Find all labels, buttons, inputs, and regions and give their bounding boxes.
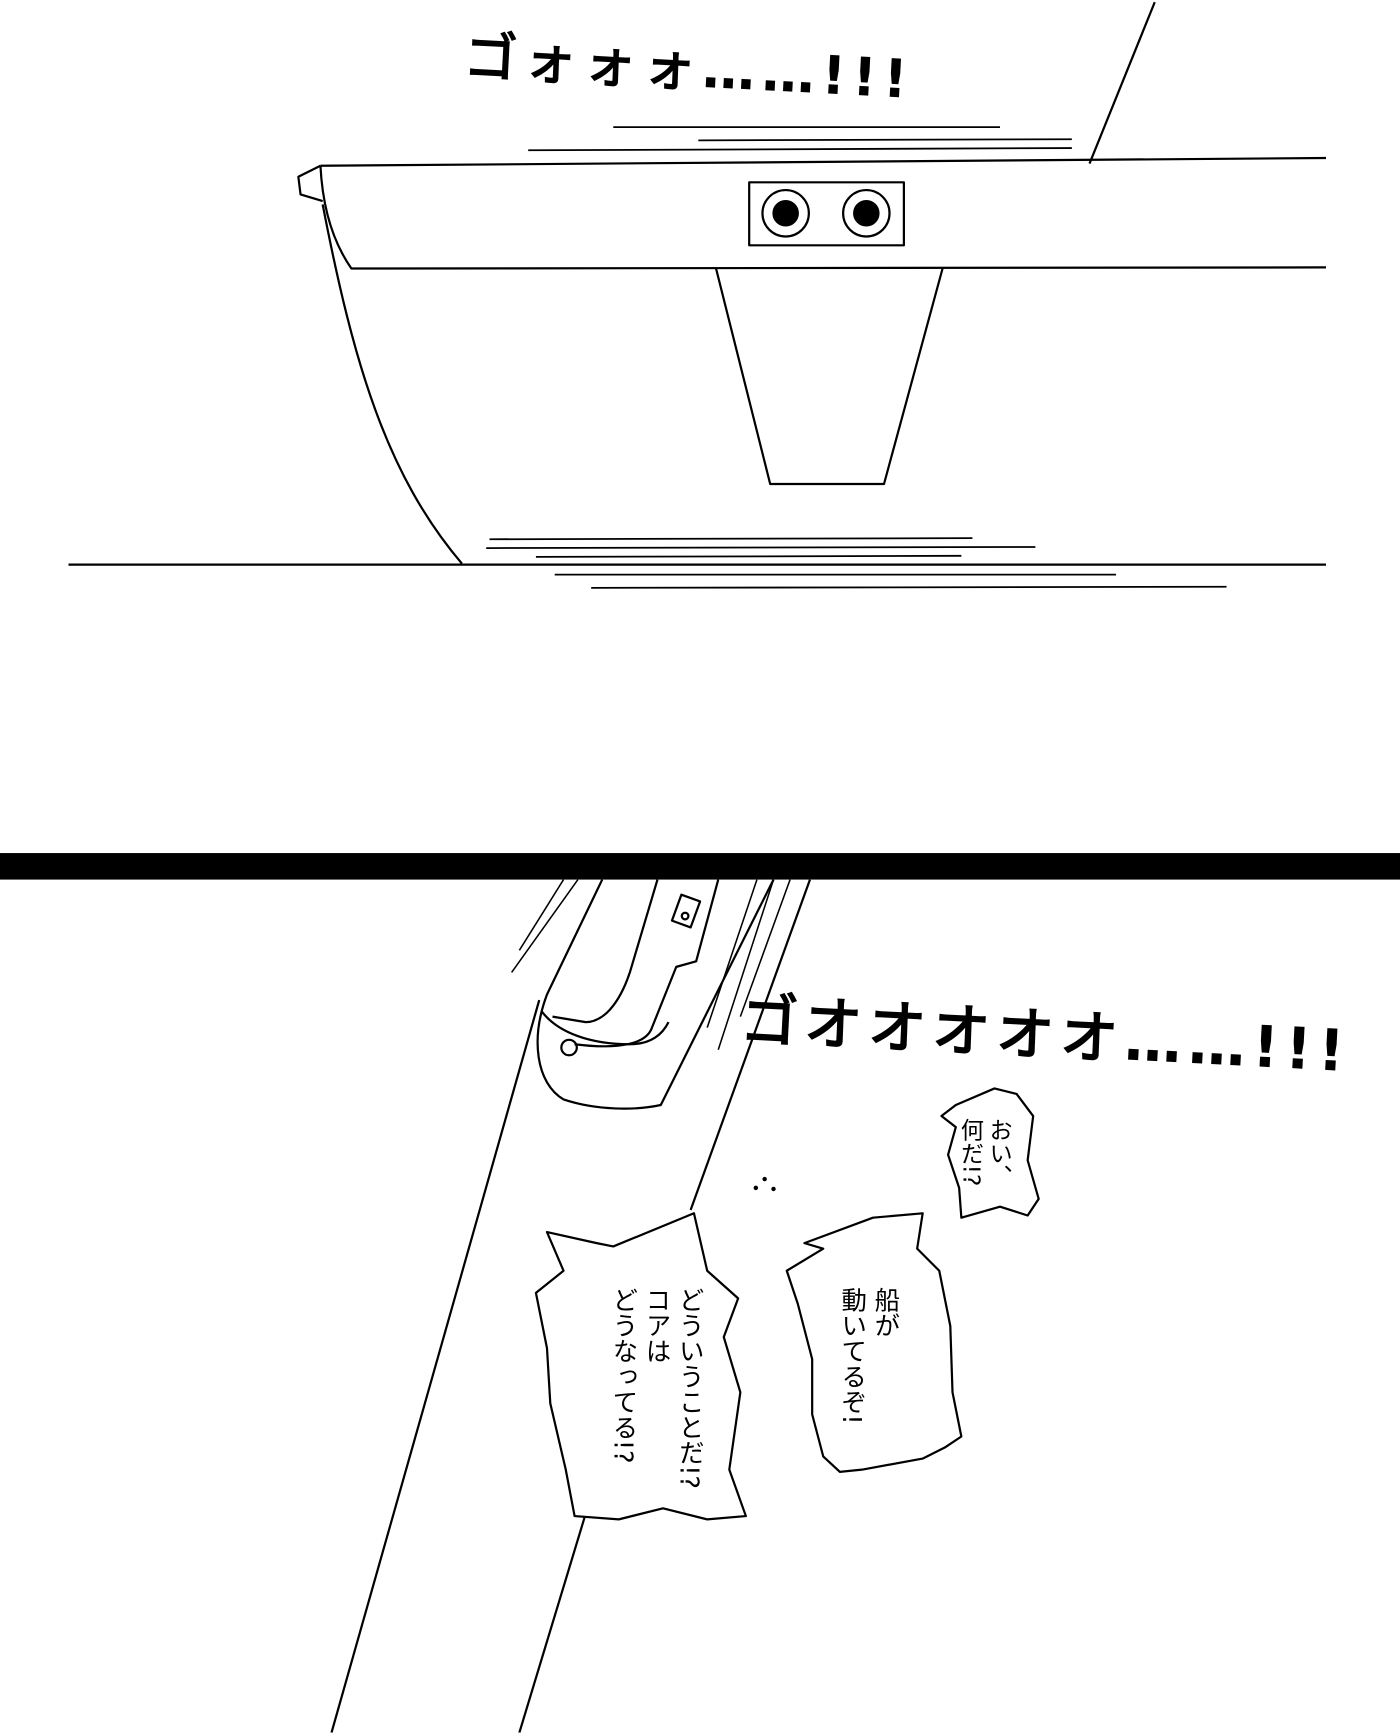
panel-divider (0, 853, 1400, 880)
hull-keel (714, 268, 944, 486)
speech-text-2: 船が 動いてるぞ! (836, 1287, 899, 1425)
corridor-left-edge (330, 999, 541, 1733)
window-eye-right (842, 188, 891, 238)
speech-bubble-2 (785, 1212, 963, 1473)
panel-2-corridor (330, 879, 1040, 1733)
hull-bow-curve (321, 204, 463, 565)
speech-text-1: おい、 何だ!? (958, 1118, 1014, 1188)
speech-bubble-3 (534, 1212, 747, 1521)
hull-top-line (320, 156, 1327, 167)
small-ship (510, 879, 791, 1110)
window-box (748, 181, 905, 247)
corridor-right-edge (689, 879, 812, 1211)
corridor-right-edge-lower (518, 1513, 587, 1733)
bow-tip (297, 164, 323, 203)
speech-text-3: どういうことだ!? コアは どうなってる!? (607, 1287, 703, 1489)
speech-bubble-1 (940, 1087, 1040, 1219)
hull-upper-band (319, 165, 1327, 270)
background-edge-line (1088, 1, 1156, 164)
panel-1-ship (68, 1, 1327, 589)
window-eye-left (761, 188, 810, 238)
speed-lines (486, 126, 1227, 589)
small-marks (753, 1176, 776, 1192)
